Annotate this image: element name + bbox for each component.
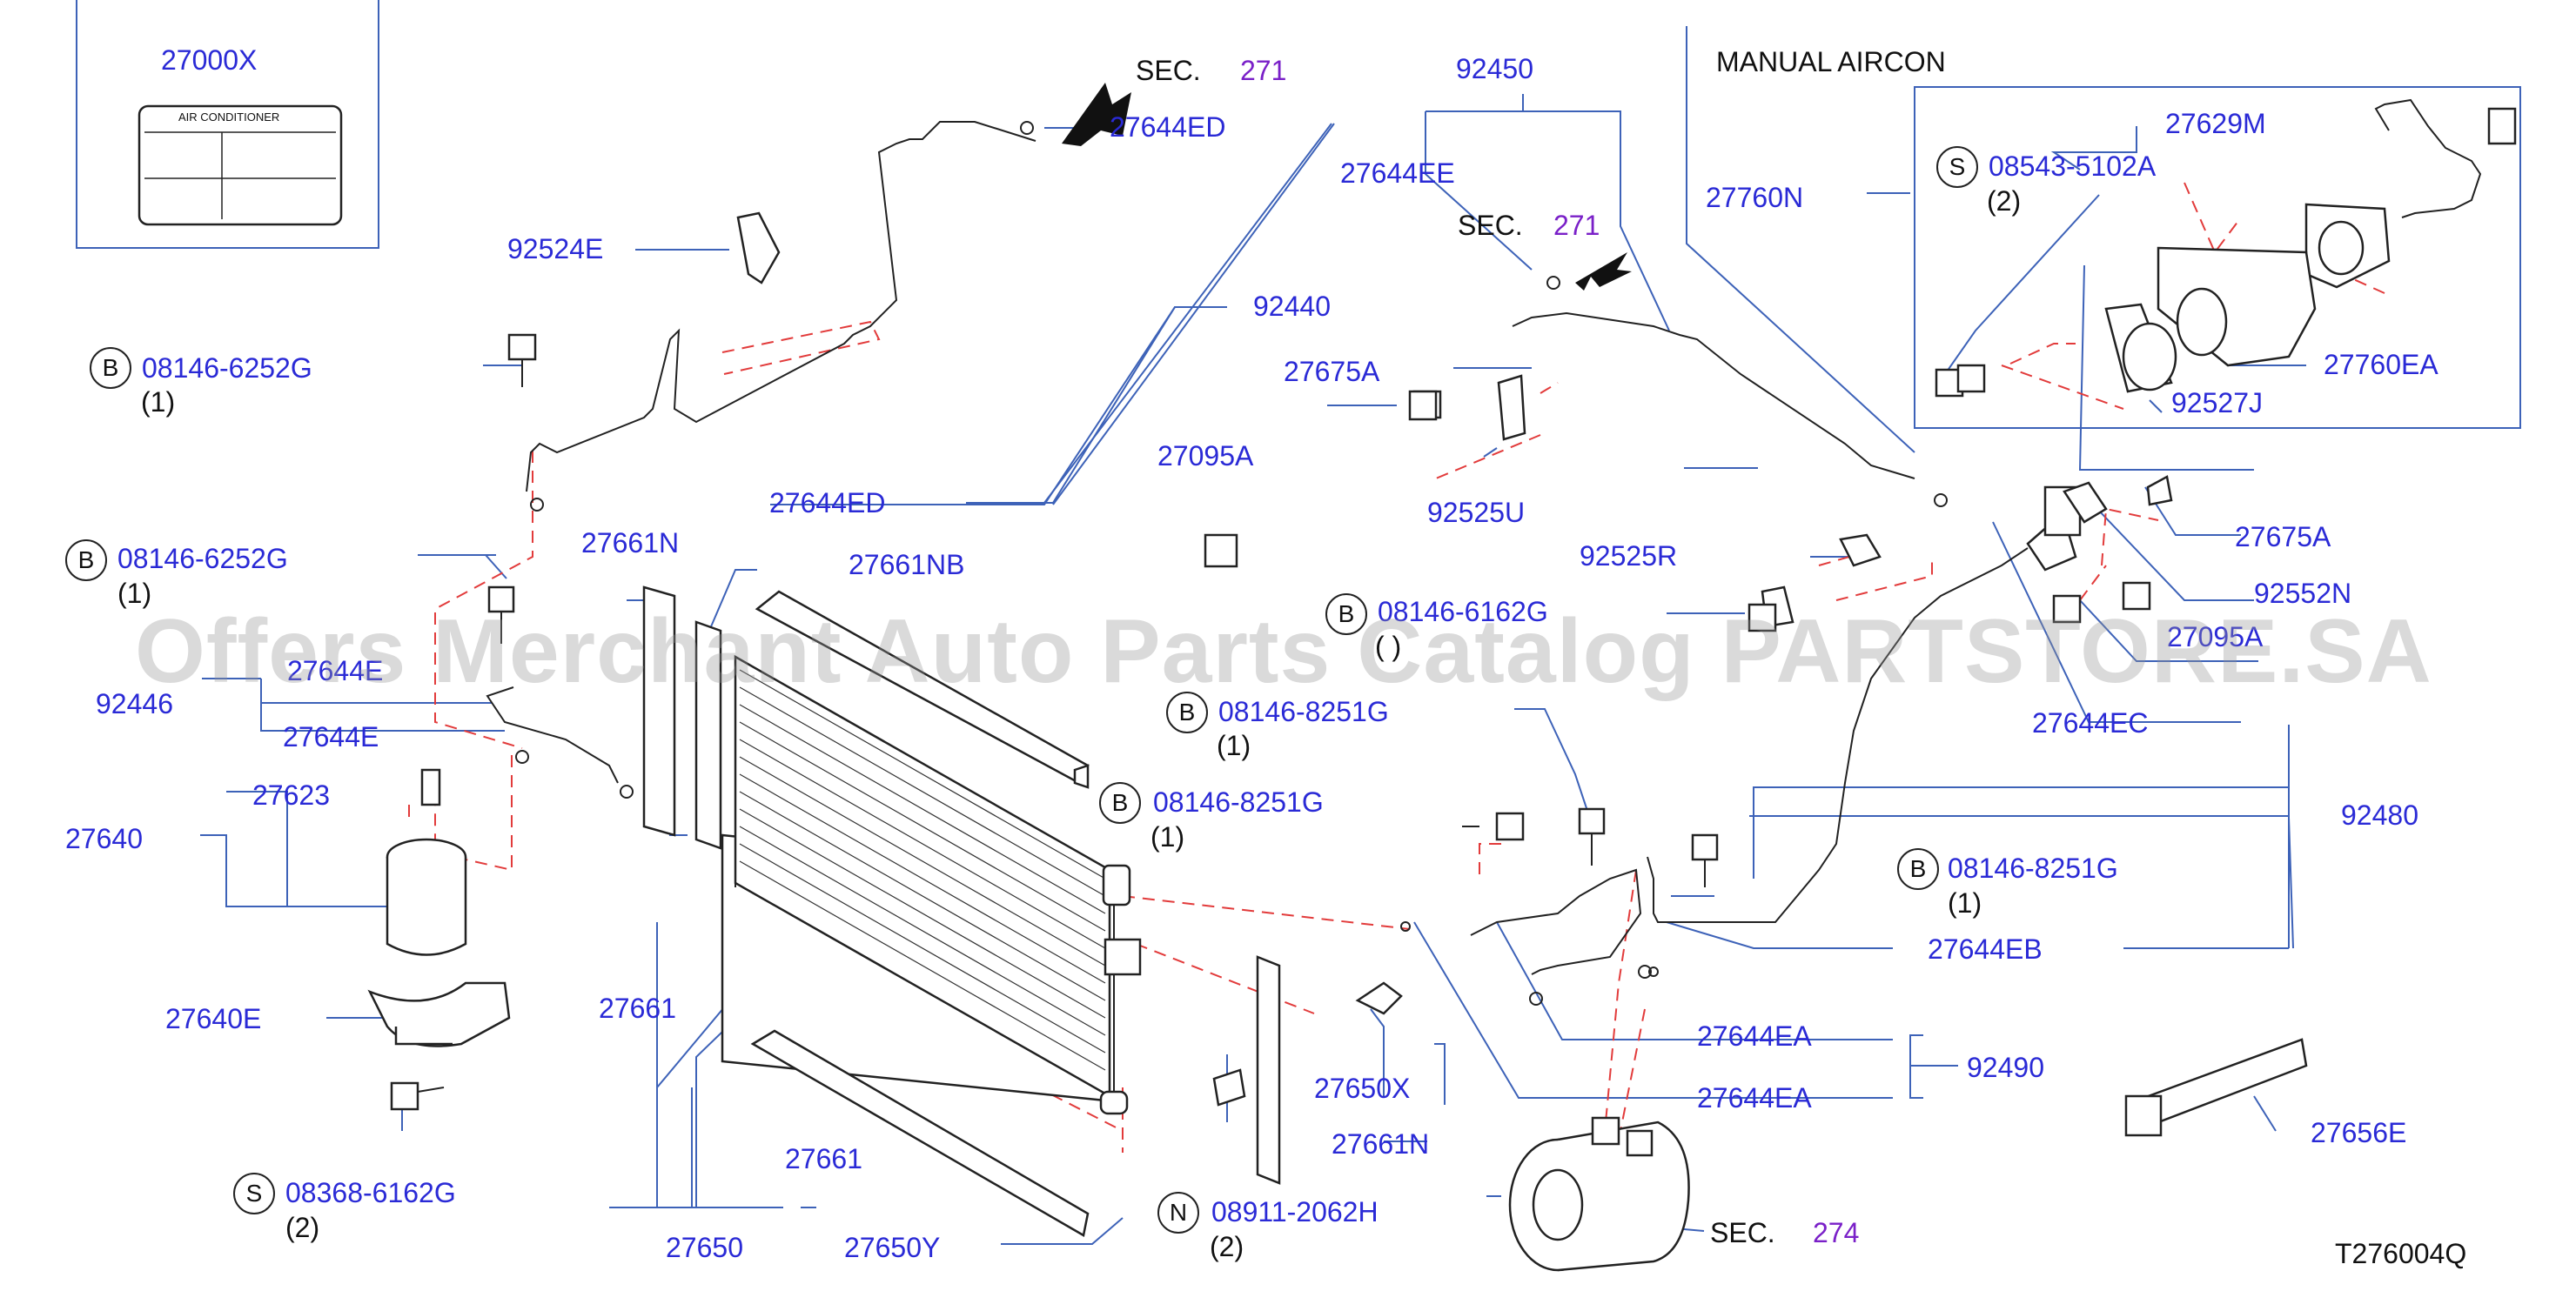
- quantity-label: (1): [117, 578, 152, 609]
- clamp-tie: [2124, 1038, 2308, 1137]
- part-label[interactable]: 27095A: [2167, 621, 2264, 652]
- direction-arrows: [1062, 83, 1632, 291]
- part-label[interactable]: 27629M: [2165, 108, 2266, 139]
- part-label[interactable]: 08368-6162G: [285, 1177, 456, 1208]
- part-label[interactable]: 27095A: [1157, 440, 1254, 472]
- part-label[interactable]: 27650: [666, 1232, 743, 1263]
- quantity-label: (1): [1948, 887, 1982, 919]
- part-label[interactable]: 27760N: [1706, 182, 1804, 213]
- quantity-label: (1): [1217, 730, 1251, 761]
- part-label[interactable]: 92480: [2341, 799, 2418, 831]
- part-label[interactable]: 27661N: [1332, 1128, 1430, 1160]
- receiver-drier: [367, 768, 511, 1111]
- part-label[interactable]: 92525R: [1580, 540, 1678, 572]
- part-label[interactable]: 08911-2062H: [1211, 1196, 1379, 1227]
- part-label[interactable]: 27661NB: [849, 549, 965, 580]
- sec-ref-271[interactable]: 271: [1553, 210, 1600, 241]
- quantity-label: ( ): [1375, 631, 1402, 662]
- quantity-label: (1): [141, 386, 176, 418]
- refrigerant-pipes: [486, 121, 2029, 975]
- quantity-label: (2): [1987, 185, 2022, 217]
- part-label[interactable]: 92552N: [2254, 578, 2352, 609]
- compressor: [1508, 1116, 1690, 1272]
- part-label[interactable]: 27650Y: [844, 1232, 941, 1263]
- part-label[interactable]: 08146-6252G: [117, 543, 288, 574]
- part-label[interactable]: 92446: [96, 688, 173, 719]
- part-label[interactable]: 27623: [252, 779, 330, 811]
- callout-letter-circle: B: [1099, 782, 1141, 824]
- sec-prefix: SEC.: [1710, 1217, 1775, 1248]
- part-label[interactable]: 27644E: [283, 721, 379, 753]
- part-label[interactable]: 92527J: [2171, 387, 2263, 418]
- part-label[interactable]: 08543-5102A: [1989, 151, 2157, 182]
- callout-letter-circle: B: [65, 539, 107, 581]
- ac-label-sticker: [138, 104, 343, 226]
- part-label[interactable]: 27644EA: [1697, 1082, 1812, 1114]
- part-label[interactable]: 27650X: [1314, 1073, 1411, 1104]
- part-label[interactable]: 08146-8251G: [1218, 696, 1389, 727]
- callout-letter-circle: S: [1936, 146, 1978, 188]
- callout-letter-circle: N: [1157, 1192, 1199, 1234]
- part-label[interactable]: 92524E: [507, 233, 604, 264]
- part-label[interactable]: 27644E: [287, 655, 384, 686]
- manual-aircon-parts: [1956, 98, 2517, 393]
- part-label[interactable]: 92490: [1967, 1052, 2044, 1083]
- part-label-27000X[interactable]: 27000X: [161, 44, 258, 76]
- callout-letter-circle: S: [233, 1173, 275, 1214]
- part-label[interactable]: 27675A: [2235, 521, 2331, 552]
- part-label[interactable]: 92525U: [1427, 497, 1526, 528]
- part-label[interactable]: 92440: [1253, 291, 1331, 322]
- callout-letter-circle: B: [1897, 848, 1939, 890]
- part-label[interactable]: 27644EE: [1340, 157, 1455, 189]
- sec-ref-271[interactable]: 271: [1240, 55, 1287, 86]
- quantity-label: (1): [1150, 821, 1185, 853]
- part-label[interactable]: 27656E: [2311, 1117, 2407, 1148]
- sticker-text: AIR CONDITIONER: [178, 110, 280, 124]
- quantity-label: (2): [285, 1212, 320, 1243]
- condenser: [721, 654, 1142, 1115]
- part-label[interactable]: 27644EC: [2032, 707, 2149, 739]
- part-label[interactable]: 27644ED: [769, 487, 886, 518]
- sec-ref-274[interactable]: 274: [1813, 1217, 1860, 1248]
- part-label[interactable]: 27644EA: [1697, 1020, 1812, 1052]
- sec-prefix: SEC.: [1458, 210, 1523, 241]
- callout-letter-circle: B: [1325, 593, 1367, 635]
- part-label[interactable]: 92450: [1456, 53, 1533, 84]
- callout-letter-circle: B: [90, 347, 131, 389]
- part-label[interactable]: 27675A: [1284, 356, 1380, 387]
- part-label[interactable]: 08146-6252G: [142, 352, 312, 384]
- o-rings: [515, 121, 1948, 1006]
- callout-letter-circle: B: [1166, 692, 1208, 733]
- part-label[interactable]: 27661N: [581, 527, 680, 559]
- part-label[interactable]: 27644EB: [1928, 933, 2043, 965]
- part-label[interactable]: 27760EA: [2324, 349, 2438, 380]
- manual-aircon-heading: MANUAL AIRCON: [1716, 46, 1946, 77]
- seal-strips: [642, 585, 1281, 1237]
- part-label[interactable]: 27640E: [165, 1003, 262, 1034]
- quantity-label: (2): [1210, 1231, 1244, 1262]
- part-label[interactable]: 27644ED: [1110, 111, 1226, 143]
- part-label[interactable]: 27661: [599, 993, 676, 1024]
- part-label[interactable]: 08146-8251G: [1153, 786, 1324, 818]
- sec-prefix: SEC.: [1136, 55, 1201, 86]
- part-label[interactable]: 08146-6162G: [1378, 596, 1548, 627]
- part-label[interactable]: 27661: [785, 1143, 862, 1174]
- part-label[interactable]: 08146-8251G: [1948, 853, 2118, 884]
- watermark: Offers Merchant Auto Parts Catalog PARTS…: [135, 601, 2432, 702]
- drawing-code: T276004Q: [2335, 1238, 2467, 1269]
- frame-lines: [76, 0, 2521, 453]
- part-label[interactable]: 27640: [65, 823, 143, 854]
- bolts: [487, 333, 1964, 887]
